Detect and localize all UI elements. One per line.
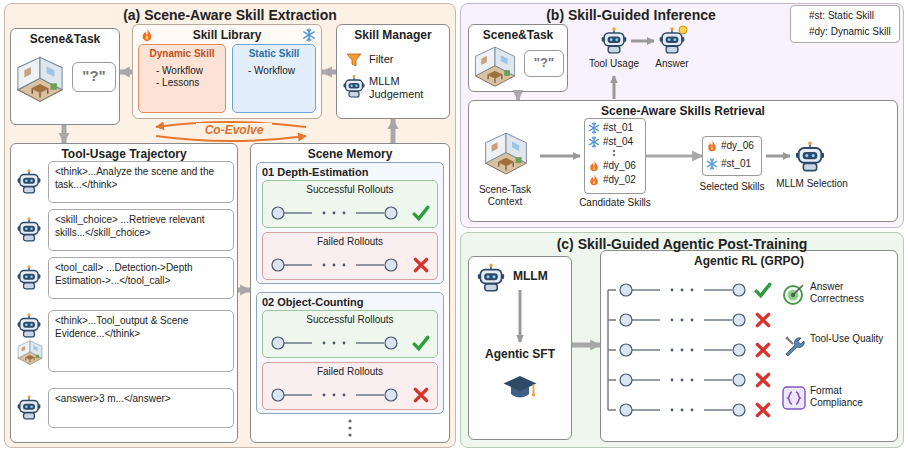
node-title: <think>...Tool_output & Scene Evidence..… xyxy=(55,315,227,340)
icon-label: Scene-Task Context xyxy=(470,184,540,208)
candidate-skills: #st_01#st_04#dy_06#dy_02Candidate Skills xyxy=(584,118,646,194)
node-title: Scene Memory xyxy=(256,147,444,162)
trajectory-step: <think>...Analyze the scene and the task… xyxy=(48,161,234,203)
node-text: Selected Skills xyxy=(687,181,777,193)
question-box: "?" xyxy=(72,62,116,92)
node-title: Skill Library xyxy=(138,28,316,43)
icon-label: Answer xyxy=(646,58,698,70)
legend-entry: #dy: Dynamic Skill xyxy=(809,24,896,40)
legend: #st: Static Skill#dy: Dynamic Skill xyxy=(790,5,900,43)
node-title: (b) Skill-Guided Inference xyxy=(481,7,781,24)
legend-entry: #st: Static Skill xyxy=(809,8,896,24)
node-text: - Workflow xyxy=(248,65,300,78)
selected-skills: #dy_06#st_01Selected Skills xyxy=(702,136,762,176)
retrieval-box: Scene-Aware Skills Retrieval #st_01 #st_04… xyxy=(468,100,898,222)
node-title: 01 Depth-Estimation xyxy=(262,166,438,180)
node-text: Filter xyxy=(369,53,443,66)
question-box: "?" xyxy=(524,50,564,77)
node-title: Tool-Usage Trajectory xyxy=(16,147,232,162)
flow-arrow xyxy=(238,288,250,293)
node-title: <think>...Analyze the scene and the task… xyxy=(55,166,227,191)
node-text: #dy_06 xyxy=(603,160,645,172)
rollout-box: Successful Rollouts xyxy=(262,180,438,228)
node-title: #dy_06 xyxy=(721,140,761,152)
flow-arrow xyxy=(120,70,132,75)
node-title: (a) Scene-Aware Skill Extraction xyxy=(10,7,450,25)
skill-manager: Skill ManagerFilterMLLM Judgement xyxy=(336,24,450,119)
panel: (c) Skill-Guided Agentic Post-TrainingML… xyxy=(460,232,904,448)
trajectory-step: <skill_choice> ...Retrieve relevant skil… xyxy=(48,209,234,251)
memory-group: 01 Depth-EstimationSuccessful RolloutsFa… xyxy=(256,162,444,284)
node-title: Scene&Task xyxy=(474,28,562,43)
trajectory-step: <think>...Tool_output & Scene Evidence..… xyxy=(48,310,234,372)
node-title: (c) Skill-Guided Agentic Post-Training xyxy=(466,236,898,254)
scene-task-box: Scene&Task "?" xyxy=(468,24,568,92)
flow-arrow xyxy=(322,70,336,75)
node-title: <answer>3 m...</answer> xyxy=(55,393,227,406)
node-title: "?" xyxy=(527,55,561,71)
node-text: Agentic SFT xyxy=(471,347,569,361)
node-text: #st_01 xyxy=(721,158,761,170)
node-title: Skill Manager xyxy=(342,28,444,43)
trajectory-panel: Tool-Usage Trajectory <think>...Analyze t… xyxy=(10,143,238,443)
rollout-box: Failed Rollouts xyxy=(262,232,438,280)
node-title: MLLM xyxy=(513,269,569,283)
sft-box: MLLM Agentic SFT xyxy=(468,256,572,440)
icon-label: MLLM Selection xyxy=(776,178,848,190)
node-text: Candidate Skills xyxy=(570,197,660,209)
scene-memory: Scene Memory01 Depth-EstimationSuccessfu… xyxy=(250,143,450,443)
node-title: 02 Object-Counting xyxy=(262,296,438,310)
flow-arrow xyxy=(62,125,67,143)
node-text: #dy_02 xyxy=(603,174,645,186)
node-text: - Workflow - Lessons xyxy=(156,65,208,90)
node-title: Scene&Task xyxy=(16,32,114,47)
rl-box: Agentic RL (GRPO) Answer CorrectnessTool-… xyxy=(600,250,898,442)
static-skill: Static Skill - Workflow xyxy=(232,44,316,113)
skill-library: Skill LibraryDynamic Skill - Workflow - L… xyxy=(132,24,322,119)
panel: (a) Scene-Aware Skill ExtractionScene&Ta… xyxy=(4,3,456,448)
node-text: Answer Correctness xyxy=(810,281,892,305)
flow-arrow xyxy=(646,155,702,158)
flow-arrow xyxy=(391,119,396,143)
node-title: Successful Rollouts xyxy=(268,184,432,197)
node-text: #st_04 xyxy=(603,136,645,148)
node-title: Scene-Aware Skills Retrieval xyxy=(474,104,892,119)
node-text: MLLM Judgement xyxy=(369,75,443,101)
trajectory-step: <tool_call> ...Detection->Depth Estimati… xyxy=(48,257,234,299)
node-title: Failed Rollouts xyxy=(268,366,432,379)
callout-label: Co-Evolve xyxy=(196,123,272,137)
node-title: Dynamic Skill xyxy=(144,48,220,61)
memory-group: 02 Object-CountingSuccessful RolloutsFai… xyxy=(256,292,444,414)
scene-task-box: Scene&Task "?" xyxy=(10,28,120,125)
node-text: Format Compliance xyxy=(810,385,892,409)
node-title: Successful Rollouts xyxy=(268,314,432,327)
node-title: "?" xyxy=(75,67,113,86)
node-title: Failed Rollouts xyxy=(268,236,432,249)
node-title: <tool_call> ...Detection->Depth Estimati… xyxy=(55,262,227,287)
flow-arrow xyxy=(516,92,520,100)
rollout-box: Failed Rollouts xyxy=(262,362,438,410)
node-text: Tool-Use Quality xyxy=(810,333,892,345)
trajectory-step: <answer>3 m...</answer> xyxy=(48,388,234,428)
icon-label: Tool Usage xyxy=(584,58,644,70)
flow-arrow xyxy=(572,343,600,348)
rollout-box: Successful Rollouts xyxy=(262,310,438,358)
node-title: Static Skill xyxy=(238,48,310,61)
node-title: Agentic RL (GRPO) xyxy=(606,254,892,269)
dynamic-skill: Dynamic Skill - Workflow - Lessons xyxy=(138,44,226,113)
node-title: #st_01 xyxy=(603,122,645,134)
node-title: <skill_choice> ...Retrieve relevant skil… xyxy=(55,214,227,239)
